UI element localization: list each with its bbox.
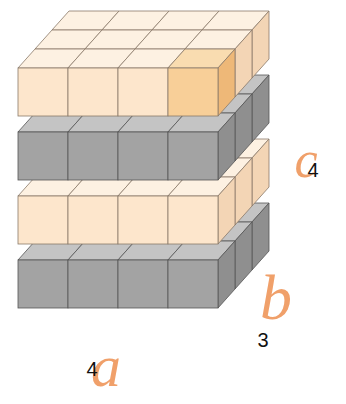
- cube-side-face: [252, 11, 269, 78]
- dimension-number: 4: [86, 359, 97, 379]
- cube-front-face: [118, 260, 168, 308]
- cube-front-face: [118, 196, 168, 244]
- cube-front-face: [68, 132, 118, 180]
- cube-front-face: [118, 68, 168, 116]
- cube-side-face: [235, 94, 252, 161]
- cube-side-face: [252, 75, 269, 142]
- cube-front-face: [168, 260, 218, 308]
- cube-front-face: [18, 196, 68, 244]
- cube-layer: [18, 11, 269, 116]
- cube-front-face: [68, 196, 118, 244]
- cube-front-face: [68, 68, 118, 116]
- cube-front-face: [18, 132, 68, 180]
- cube-side-face: [218, 113, 235, 180]
- dimension-number: 3: [257, 330, 268, 350]
- axis-letter: b: [260, 266, 292, 330]
- cube-side-face: [235, 158, 252, 225]
- cube-front-face: [168, 196, 218, 244]
- cube-side-face: [218, 241, 235, 308]
- cube-side-face: [235, 30, 252, 97]
- cube-front-face: [18, 260, 68, 308]
- cube-side-face: [252, 139, 269, 206]
- cube-side-face: [235, 222, 252, 289]
- cube-side-face: [218, 49, 235, 116]
- cube-front-face: [18, 68, 68, 116]
- cube-front-face: [168, 132, 218, 180]
- cube-side-face: [252, 203, 269, 270]
- cube-side-face: [218, 177, 235, 244]
- cube-front-face: [118, 132, 168, 180]
- cube-front-face: [168, 68, 218, 116]
- dimension-number: 4: [307, 160, 318, 180]
- cube-front-face: [68, 260, 118, 308]
